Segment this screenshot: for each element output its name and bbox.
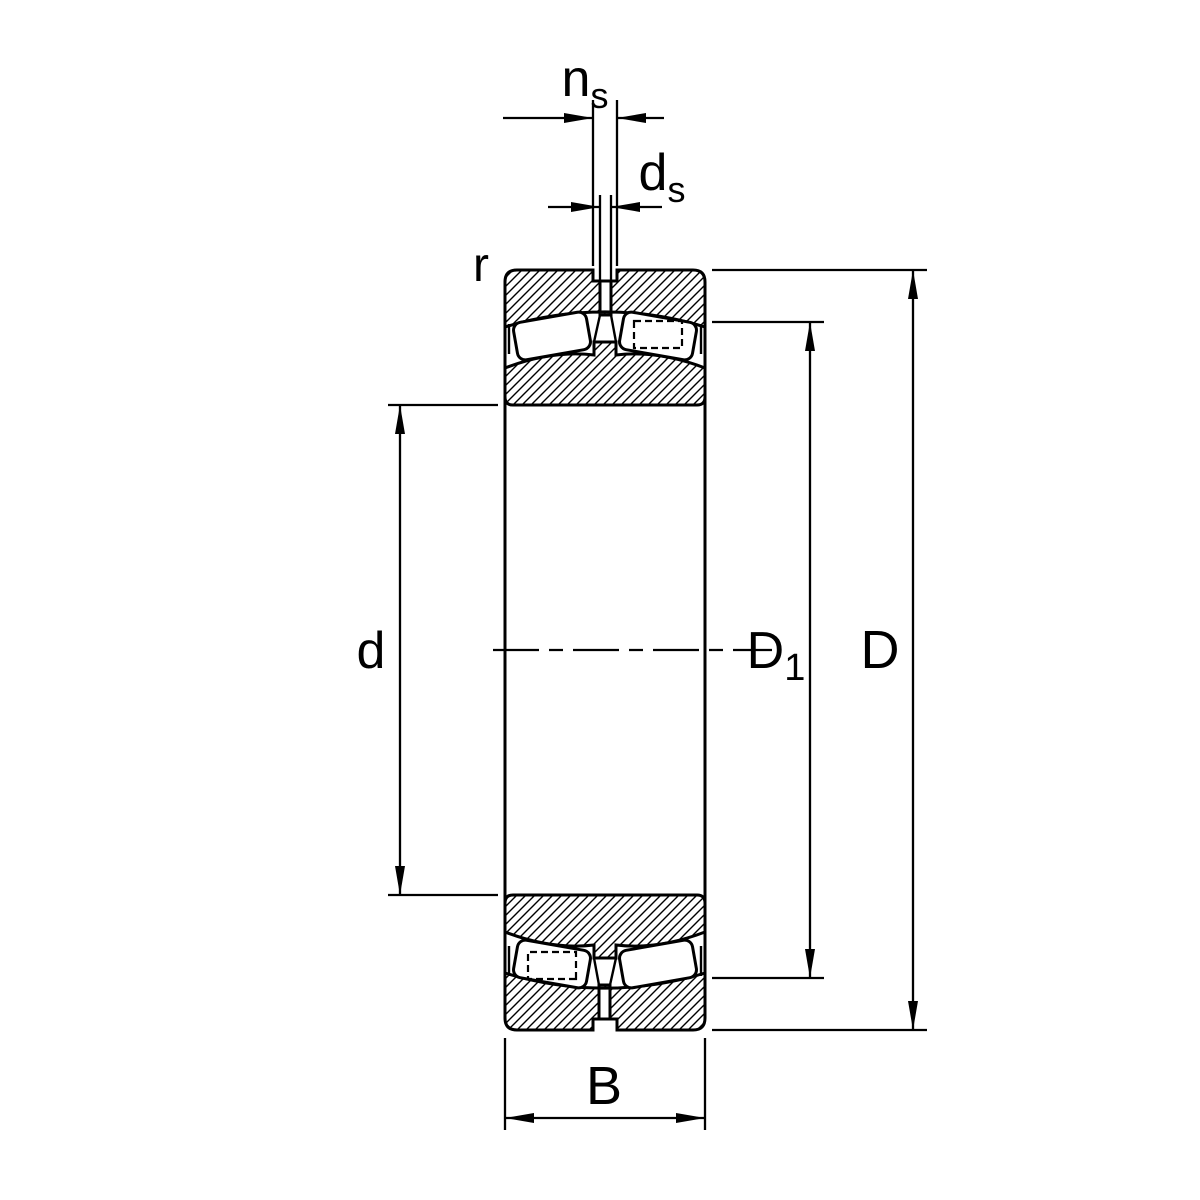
arrowhead	[564, 113, 593, 123]
dimension-groove-width: ns	[503, 50, 664, 266]
arrowhead	[908, 1001, 918, 1030]
arrowhead	[617, 113, 646, 123]
label-outer-diameter: D	[861, 620, 900, 680]
label-corner-radius: r	[473, 239, 489, 292]
label-hole-diameter: ds	[639, 144, 686, 210]
arrowhead	[571, 202, 600, 212]
dimension-shoulder-diameter: D1	[712, 320, 824, 980]
label-bore-diameter: d	[357, 622, 386, 680]
label-width: B	[586, 1056, 622, 1116]
bearing-upper-section	[503, 268, 707, 650]
arrowhead	[611, 202, 640, 212]
dimension-hole-diameter: ds	[548, 144, 685, 281]
dimension-bore-diameter: d	[357, 403, 498, 897]
arrowhead	[805, 322, 815, 351]
arrowhead	[908, 270, 918, 299]
arrowhead	[505, 1113, 534, 1123]
drawing-root: ns ds r d D1	[357, 50, 927, 1130]
arrowhead	[676, 1113, 705, 1123]
hole-funnel-right	[609, 314, 618, 343]
hole-funnel-left	[592, 314, 602, 343]
cage-pocket-hidden-edge	[632, 319, 684, 350]
label-shoulder-diameter: D1	[747, 622, 806, 689]
arrowhead	[395, 405, 405, 434]
bearing-lower-section	[503, 648, 707, 1032]
left-roller	[512, 310, 592, 362]
arrowhead	[395, 866, 405, 895]
label-groove-width: ns	[562, 50, 609, 116]
arrowhead	[805, 949, 815, 978]
dimension-width: B	[503, 1038, 707, 1130]
dimension-outer-diameter: D	[712, 268, 927, 1032]
